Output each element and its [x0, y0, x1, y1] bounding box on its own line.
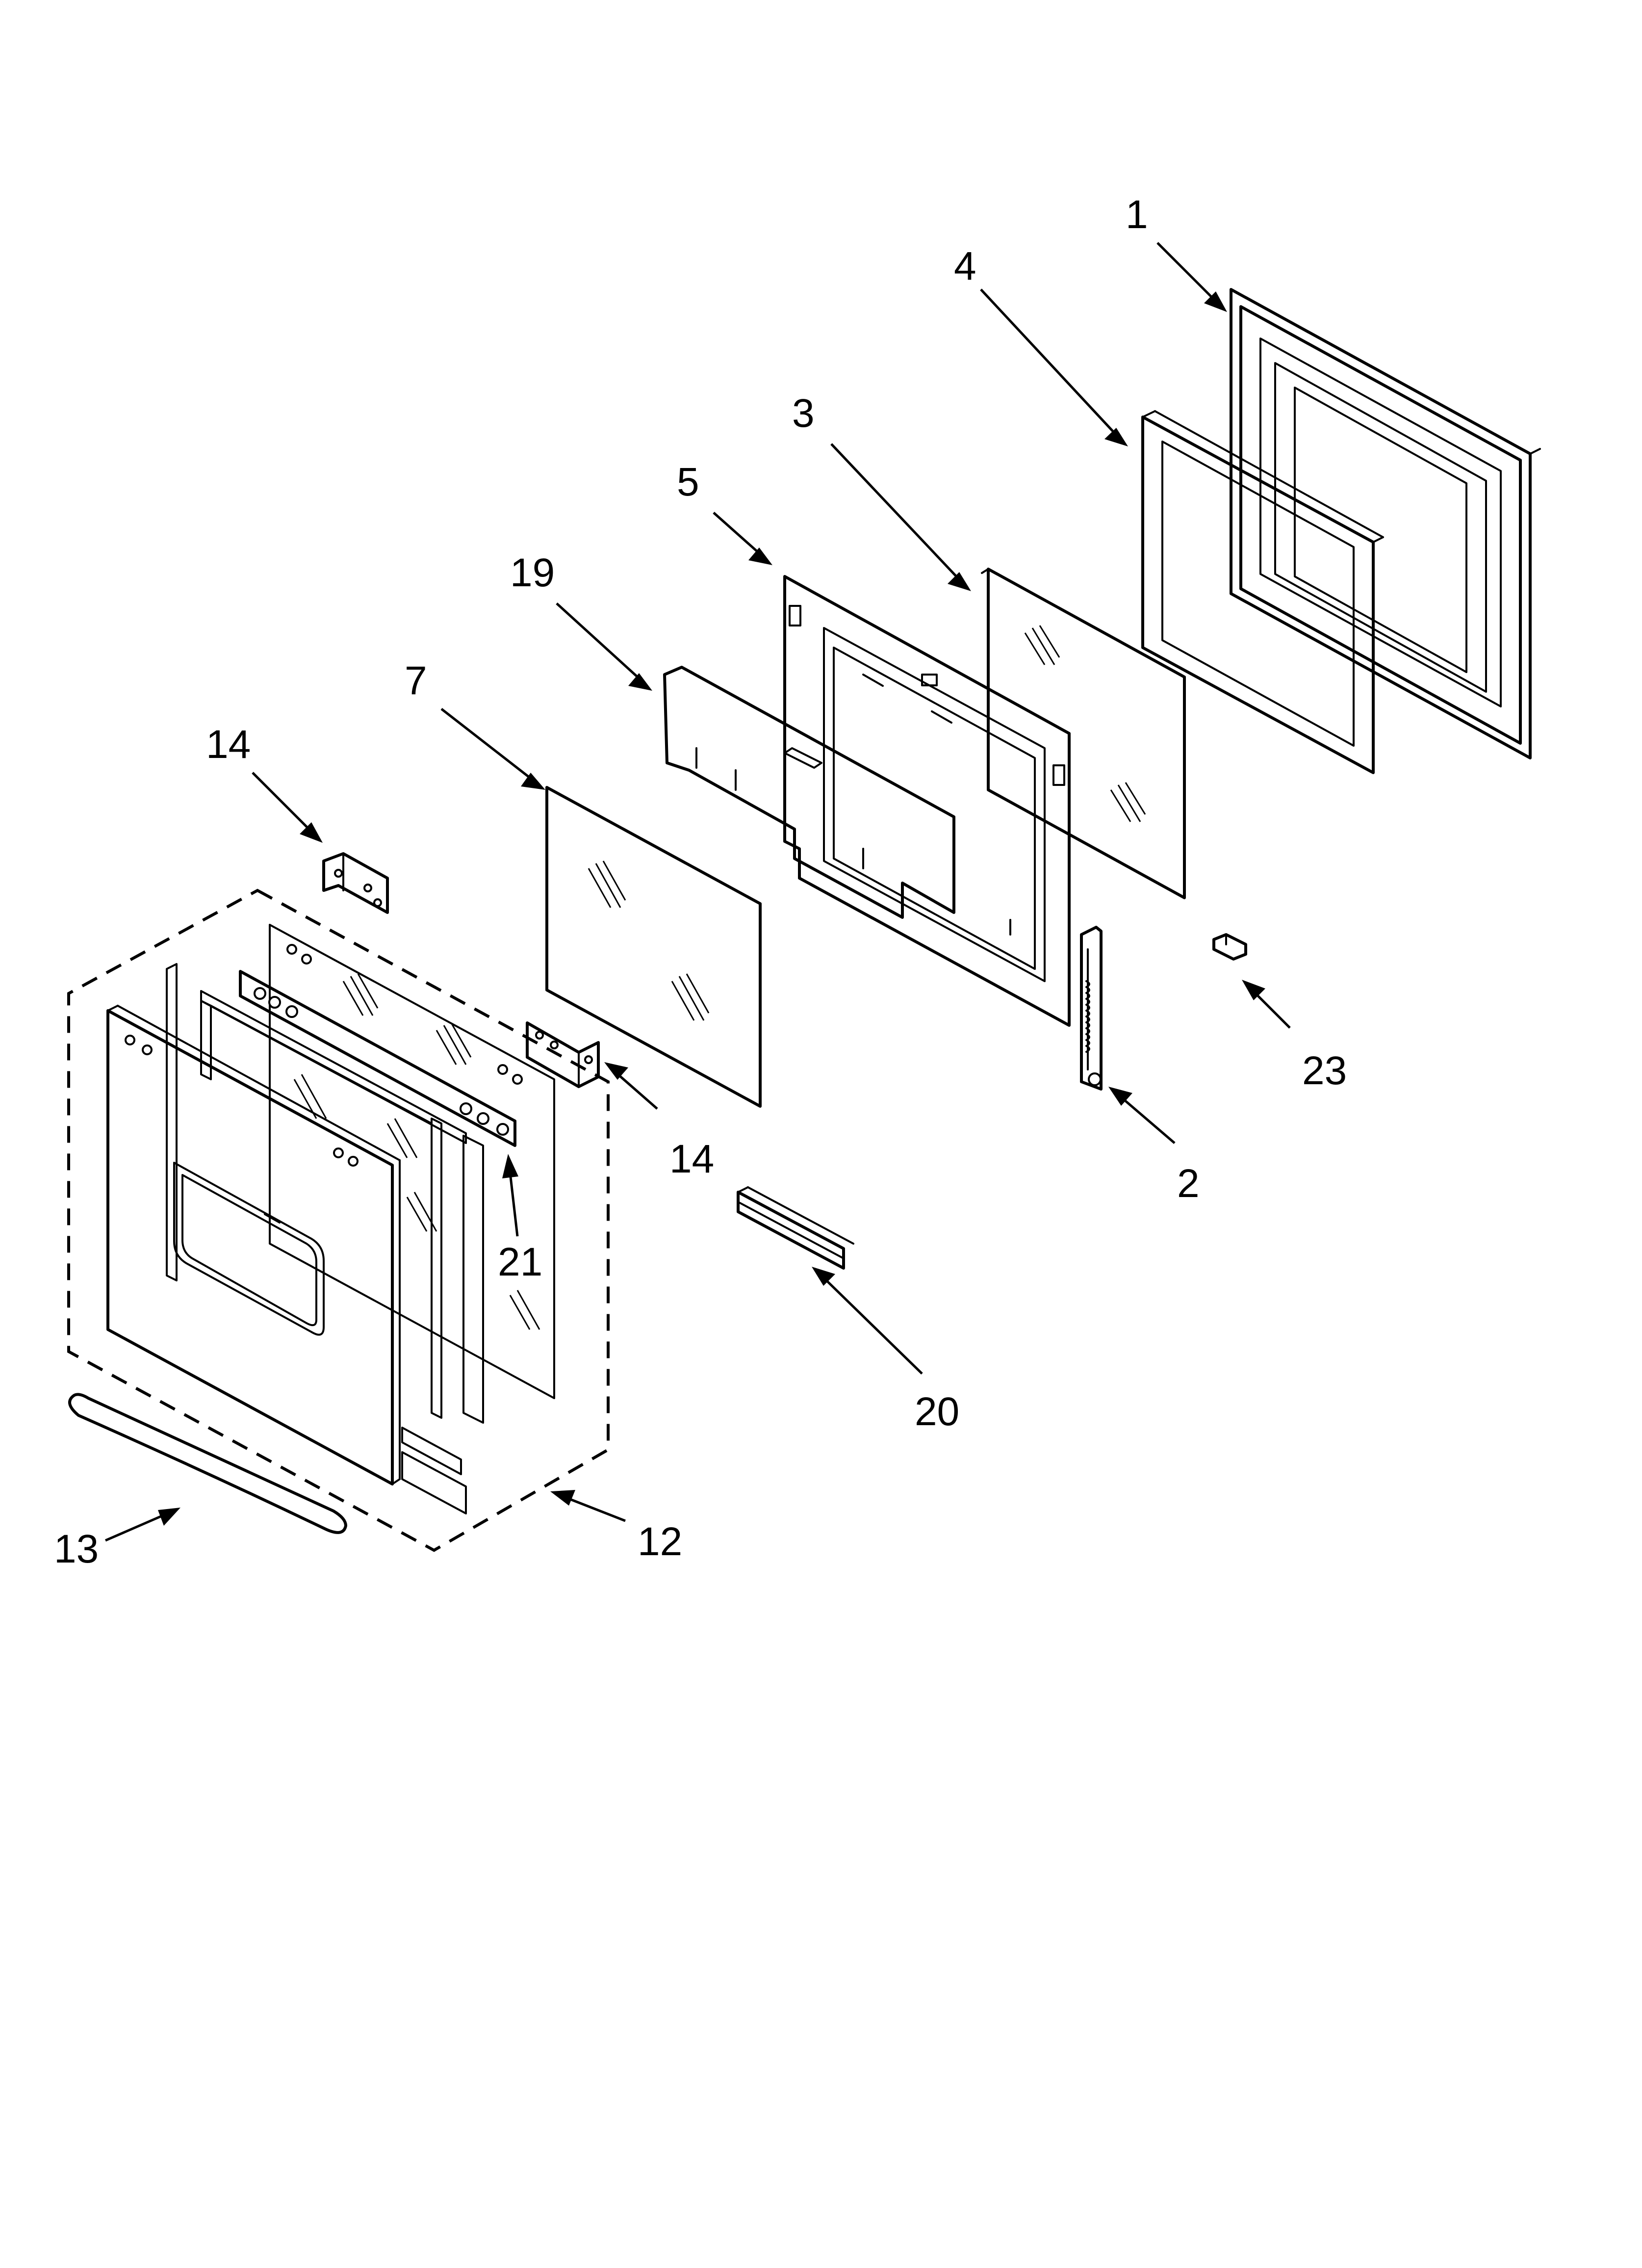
callout-3: 3 [792, 391, 815, 436]
callout-21: 21 [498, 1240, 542, 1284]
part-2-hinge-channel [1080, 926, 1103, 1091]
callout-12: 12 [638, 1519, 682, 1564]
part-1-door-frame [1230, 288, 1541, 759]
leader-lines [105, 242, 1291, 1542]
part-4-gasket-frame [1141, 410, 1384, 774]
callout-23: 23 [1302, 1048, 1347, 1093]
callout-7: 7 [405, 658, 427, 703]
part-3-inner-glass [981, 568, 1186, 899]
part-14-hinge-bracket-lower [526, 1021, 600, 1088]
part-13-door-handle [68, 1393, 347, 1534]
part-14-hinge-bracket-upper [322, 852, 389, 914]
part-23-clip [1212, 933, 1247, 961]
part-20-vent-trim [737, 1186, 854, 1270]
part-7-front-glass [545, 786, 762, 1108]
callout-labels: 1 4 3 5 19 7 14 14 21 2 23 20 12 13 [54, 192, 1347, 1571]
callout-19: 19 [510, 550, 555, 595]
callout-5: 5 [677, 460, 699, 504]
callout-20: 20 [915, 1389, 959, 1434]
callout-14-upper: 14 [206, 722, 251, 767]
part-5-inner-door-panel [783, 575, 1071, 1027]
callout-14-lower: 14 [669, 1137, 714, 1181]
callout-4: 4 [954, 244, 976, 288]
callout-2: 2 [1177, 1161, 1200, 1206]
part-12-outer-door-assembly [67, 888, 610, 1552]
outer-door-front-panel [106, 1005, 401, 1486]
part-19-insulation-shield [663, 666, 955, 919]
callout-1: 1 [1126, 192, 1148, 237]
part-21-mounting-strip [239, 970, 516, 1147]
callout-13: 13 [54, 1527, 99, 1571]
